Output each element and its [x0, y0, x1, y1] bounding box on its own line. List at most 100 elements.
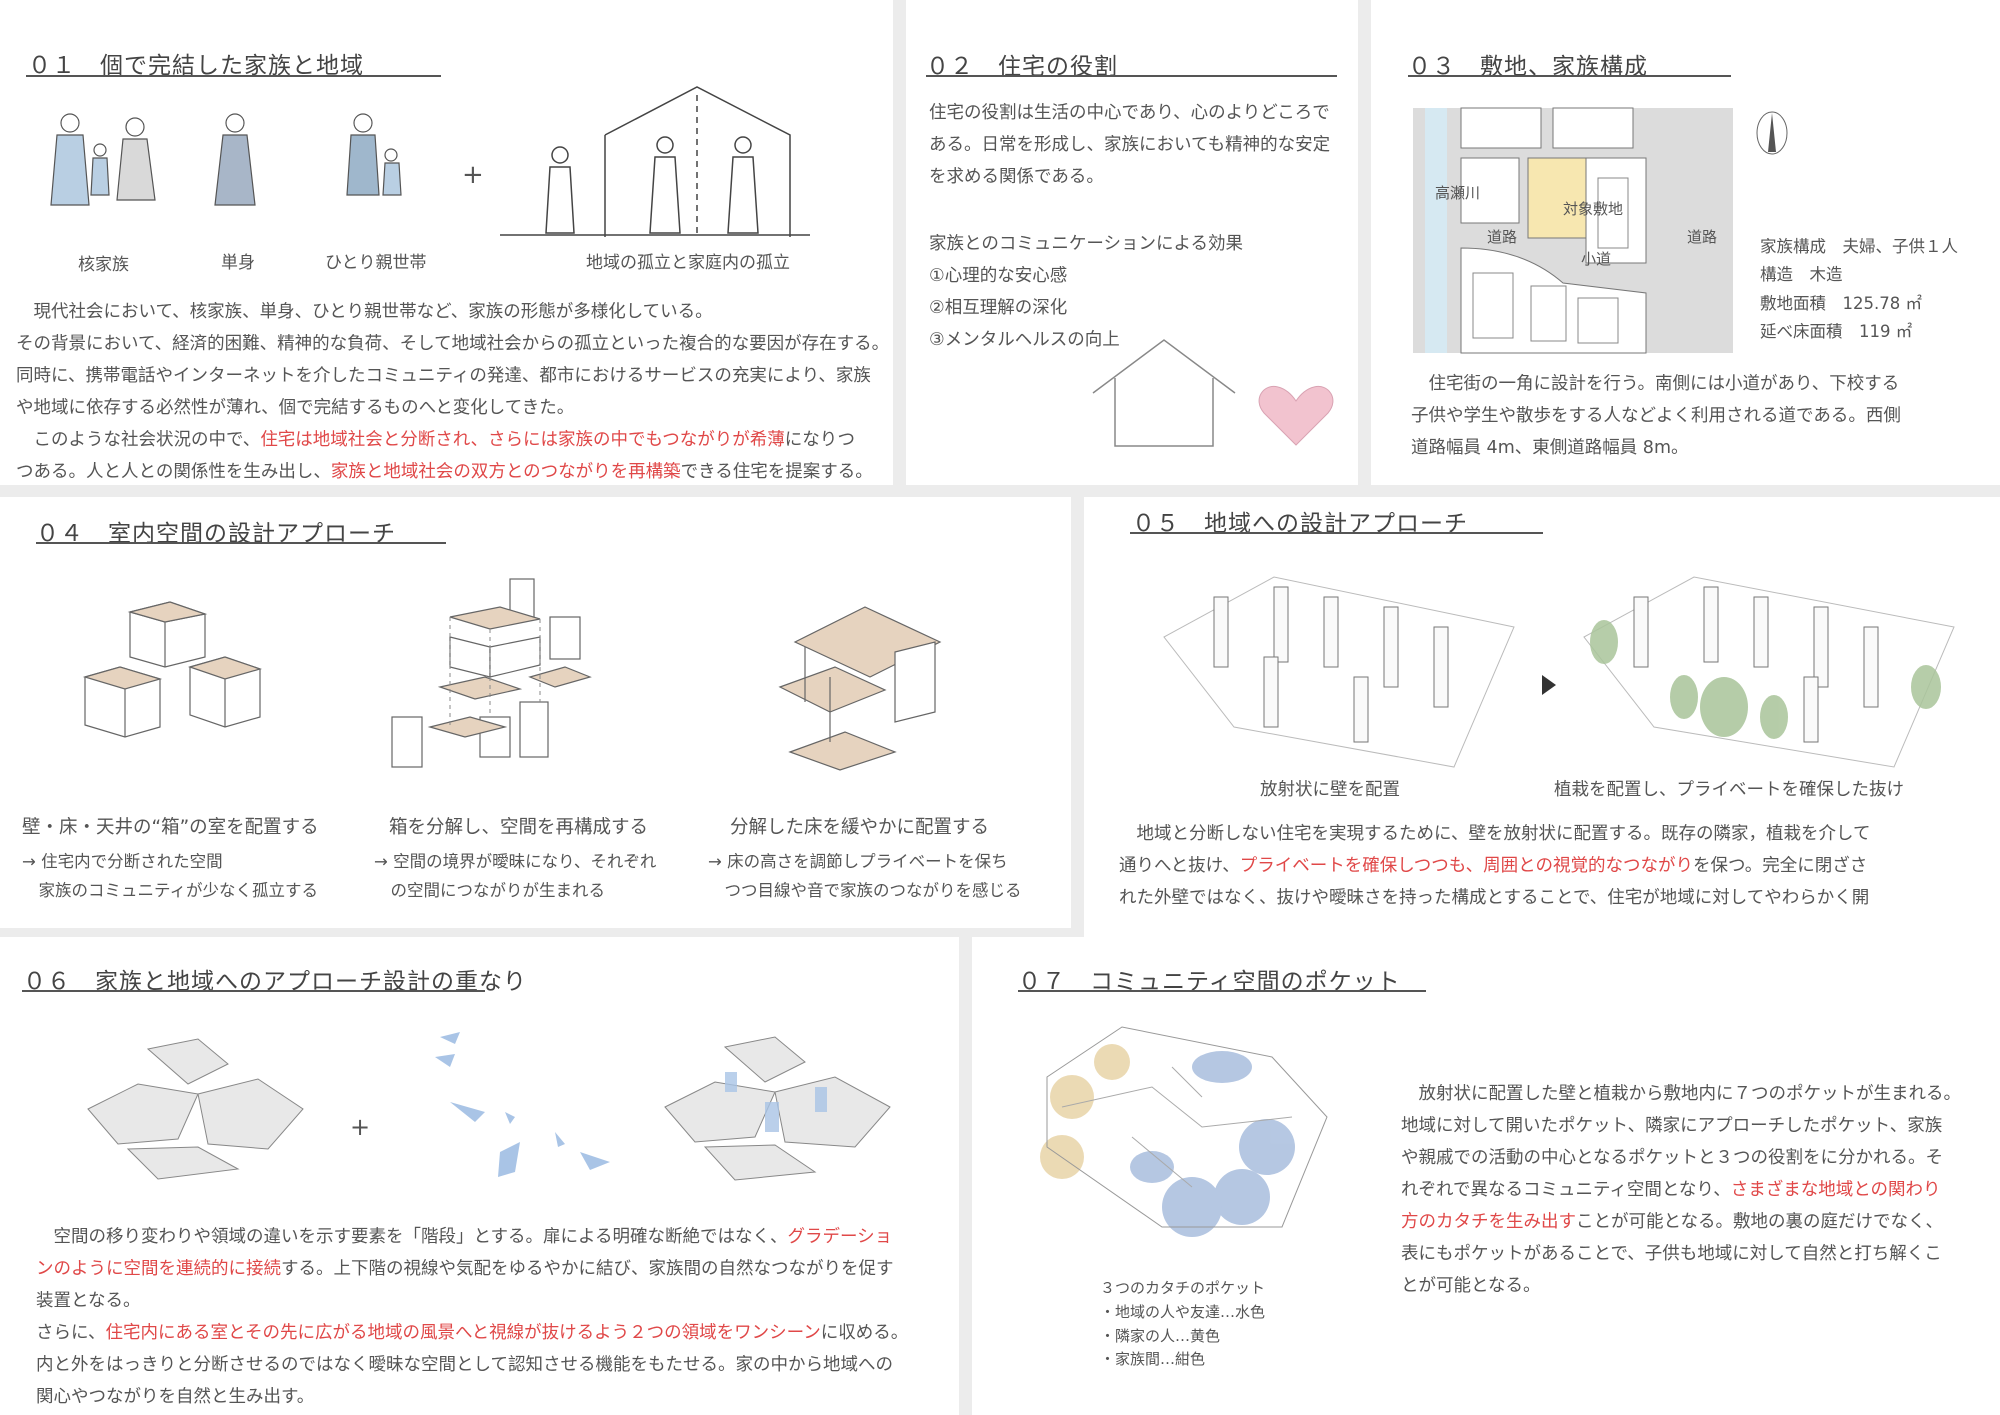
highlighted-text: プライベートを確保しつつも、周囲との視覚的なつながり [1239, 856, 1693, 876]
label-nuclear-family: 核家族 [78, 255, 129, 275]
note-line: の空間につながりが生まれる [374, 881, 606, 900]
overlay-diagram [664, 1036, 891, 1181]
note-line: → 住宅内で分断された空間 [22, 852, 223, 871]
legend-item-yellow: ・隣家の人…黄色 [1100, 1327, 1221, 1345]
paragraph-line: 子供や学生や散歩をする人などよく利用される道である。西側 [1411, 400, 1901, 432]
pockets-plan-diagram [1040, 1026, 1328, 1237]
loose-floors-diagram [778, 606, 942, 771]
paragraph-line: つある。人と人との関係性を生み出し、家族と地域社会の双方とのつながりを再構築でき… [16, 456, 889, 488]
paragraph-line: 関心やつながりを自然と生み出す。 [36, 1381, 908, 1413]
map-label-road-west: 道路 [1487, 228, 1518, 246]
isolated-house-illustration [500, 86, 810, 237]
paragraph-line: その背景において、経済的困難、精神的な負荷、そして地域社会からの孤立といった複合… [16, 328, 889, 360]
label-single: 単身 [221, 253, 255, 273]
title-underline [22, 990, 485, 992]
effect-item: ①心理的な安心感 [929, 266, 1068, 286]
panel-01: ０１ 個で完結した家族と地域 核家族 単身 ひとり親世帯 + 地域の孤立と家庭内… [0, 0, 893, 485]
paragraph-line: 地域と分断しない住宅を実現するために、壁を放射状に配置する。既存の隣家，植栽を介… [1119, 818, 1870, 850]
panel-02: ０２ 住宅の役割 住宅の役割は生活の中心であり、心のよりどころである。日常を形成… [906, 0, 1358, 485]
paragraph-line: ンのように空間を連続的に接続する。上下階の視線や気配をゆるやかに結び、家族間の自… [36, 1253, 908, 1285]
caption-radial-walls: 放射状に壁を配置 [1260, 780, 1400, 800]
body-text: 住宅街の一角に設計を行う。南側には小道があり、下校する [1411, 374, 1900, 394]
paragraph-line: 地域に対して開いたポケット、隣家にアプローチしたポケット、家族 [1401, 1110, 1961, 1142]
paragraph-line: を求める関係である。 [929, 161, 1330, 193]
box-rooms-diagram [82, 601, 263, 738]
caption-planting: 植栽を配置し、プライベートを確保した抜け [1554, 780, 1904, 800]
paragraph-line: 表にもポケットがあることで、子供も地域に対して自然と打ち解くこ [1401, 1238, 1961, 1270]
body-text: する。上下階の視線や気配をゆるやかに結び、家族間の自然なつながりを促す [281, 1259, 894, 1279]
heart-icon [1258, 385, 1334, 446]
body-text: 内と外をはっきりと分断させるのではなく曖昧な空間として認知させる機能をもたせる。… [36, 1355, 893, 1375]
body-text: 表にもポケットがあることで、子供も地域に対して自然と打ち解くこ [1401, 1244, 1942, 1264]
body-text: 通りへと抜け、 [1119, 856, 1240, 876]
body-text: 放射状に配置した壁と植栽から敷地内に７つのポケットが生まれる。 [1401, 1084, 1961, 1104]
label-single-parent: ひとり親世帯 [325, 253, 427, 273]
highlighted-text: 住宅内にある室とその先に広がる地域の風景へと視線が抜けるよう２つの領域をワンシー… [105, 1323, 821, 1343]
note-line: つつ目線や音で家族のつながりを感じる [708, 881, 1022, 900]
info-site-area: 敷地面積 125.78 ㎡ [1760, 294, 1922, 313]
map-label-river: 高瀬川 [1435, 184, 1481, 202]
site-map [1413, 107, 1733, 354]
site-paragraph: 住宅街の一角に設計を行う。南側には小道があり、下校する子供や学生や散歩をする人な… [1411, 368, 1901, 464]
panel-04: ０４ 室内空間の設計アプローチ 壁・床・天井の“箱”の室を配置する 箱を分解し、… [0, 497, 1071, 928]
body-text: さらに、 [36, 1323, 106, 1343]
panel-03: ０３ 敷地、家族構成 高瀬川 対象敷地 道路 道路 小道 家族構成 夫婦、子供１… [1371, 0, 2000, 485]
legend-item-navy: ・家族間…紺色 [1100, 1350, 1206, 1368]
north-arrow-icon [1756, 111, 1788, 155]
caption-loose-floors: 分解した床を緩やかに配置する [730, 817, 990, 838]
title-underline [1408, 75, 1731, 77]
body-text: とが可能となる。 [1401, 1276, 1541, 1296]
label-isolation: 地域の孤立と家庭内の孤立 [586, 253, 790, 273]
caption-box-rooms: 壁・床・天井の“箱”の室を配置する [22, 817, 319, 838]
body-text: 地域と分断しない住宅を実現するために、壁を放射状に配置する。既存の隣家，植栽を介… [1119, 824, 1871, 844]
body-text: を求める関係である。 [929, 167, 1104, 187]
plus-sign: + [350, 1113, 371, 1141]
info-floor-area: 延べ床面積 119 ㎡ [1760, 322, 1913, 341]
sightline-elements-diagram [435, 1032, 610, 1177]
paragraph-line: や地域に依存する必然性が薄れ、個で完結するものへと変化してきた。 [16, 392, 889, 424]
body-text: や地域に依存する必然性が薄れ、個で完結するものへと変化してきた。 [16, 398, 575, 418]
highlighted-text: 家族と地域社会の双方とのつながりを再構築 [330, 462, 681, 482]
pockets-paragraph: 放射状に配置した壁と植栽から敷地内に７つのポケットが生まれる。地域に対して開いた… [1401, 1078, 1961, 1302]
intro-paragraph: 現代社会において、核家族、単身、ひとり親世帯など、家族の形態が多様化している。そ… [16, 296, 889, 488]
paragraph-line: 住宅の役割は生活の中心であり、心のよりどころで [929, 97, 1330, 129]
body-text: 空間の移り変わりや領域の違いを示す要素を「階段」とする。扉による明確な断絶ではな… [36, 1227, 788, 1247]
body-text: に収める。 [820, 1323, 909, 1343]
highlighted-text: さまざまな地域との関わり [1730, 1180, 1941, 1200]
body-text: れぞれで異なるコミュニティ空間となり、 [1401, 1180, 1731, 1200]
family-figures-illustration [50, 113, 402, 206]
panel-07: ０７ コミュニティ空間のポケット ３つのカタチのポケット ・地域の人や友達…水色… [972, 937, 2000, 1415]
body-text: ある。日常を形成し、家族においても精神的な安定 [929, 135, 1331, 155]
title-underline [36, 542, 446, 544]
legend-item-light-blue: ・地域の人や友達…水色 [1100, 1303, 1266, 1321]
info-structure: 構造 木造 [1760, 265, 1843, 284]
radial-walls-diagram [1163, 576, 1515, 768]
body-text: その背景において、経済的困難、精神的な負荷、そして地域社会からの孤立といった複合… [16, 334, 890, 354]
body-text: を保つ。完全に閉ざさ [1693, 856, 1868, 876]
body-text: 住宅の役割は生活の中心であり、心のよりどころで [929, 103, 1330, 123]
body-text: 地域に対して開いたポケット、隣家にアプローチしたポケット、家族 [1401, 1116, 1943, 1136]
plus-sign: + [462, 160, 484, 190]
title-underline [926, 75, 1337, 77]
paragraph-line: 通りへと抜け、プライベートを確保しつつも、周囲との視覚的なつながりを保つ。完全に… [1119, 850, 1870, 882]
stepped-floors-diagram [87, 1038, 304, 1180]
body-text: 装置となる。 [36, 1291, 141, 1311]
body-text: れた外壁ではなく、抜けや曖昧さを持った構成とすることで、住宅が地域に対してやわら… [1119, 888, 1870, 908]
panel-05: ０５ 地域への設計アプローチ 放射状に壁を配置 植栽を配置し、プライベートを確保… [1084, 497, 2000, 937]
effect-item: ②相互理解の深化 [929, 298, 1068, 318]
paragraph-line: 現代社会において、核家族、単身、ひとり親世帯など、家族の形態が多様化している。 [16, 296, 889, 328]
paragraph-line: れぞれで異なるコミュニティ空間となり、さまざまな地域との関わり [1401, 1174, 1961, 1206]
title-underline [26, 75, 441, 77]
house-outline-icon [1092, 339, 1236, 447]
paragraph-line: 方のカタチを生み出すことが可能となる。敷地の裏の庭だけでなく、 [1401, 1206, 1961, 1238]
arrow-right-icon [1542, 675, 1556, 695]
map-label-site: 対象敷地 [1563, 200, 1624, 218]
highlighted-text: グラデーショ [787, 1227, 893, 1247]
title-underline [1018, 990, 1426, 992]
paragraph-line: 内と外をはっきりと分断させるのではなく曖昧な空間として認知させる機能をもたせる。… [36, 1349, 908, 1381]
housing-role-paragraph: 住宅の役割は生活の中心であり、心のよりどころである。日常を形成し、家族においても… [929, 97, 1330, 193]
paragraph-line: このような社会状況の中で、住宅は地域社会と分断され、さらには家族の中でもつながり… [16, 424, 889, 456]
paragraph-line: さらに、住宅内にある室とその先に広がる地域の風景へと視線が抜けるよう２つの領域を… [36, 1317, 908, 1349]
paragraph-line: 装置となる。 [36, 1285, 908, 1317]
panel-06: ０６ 家族と地域へのアプローチ設計の重なり + 空間の移り変わりや領域の違いを示… [0, 937, 959, 1415]
